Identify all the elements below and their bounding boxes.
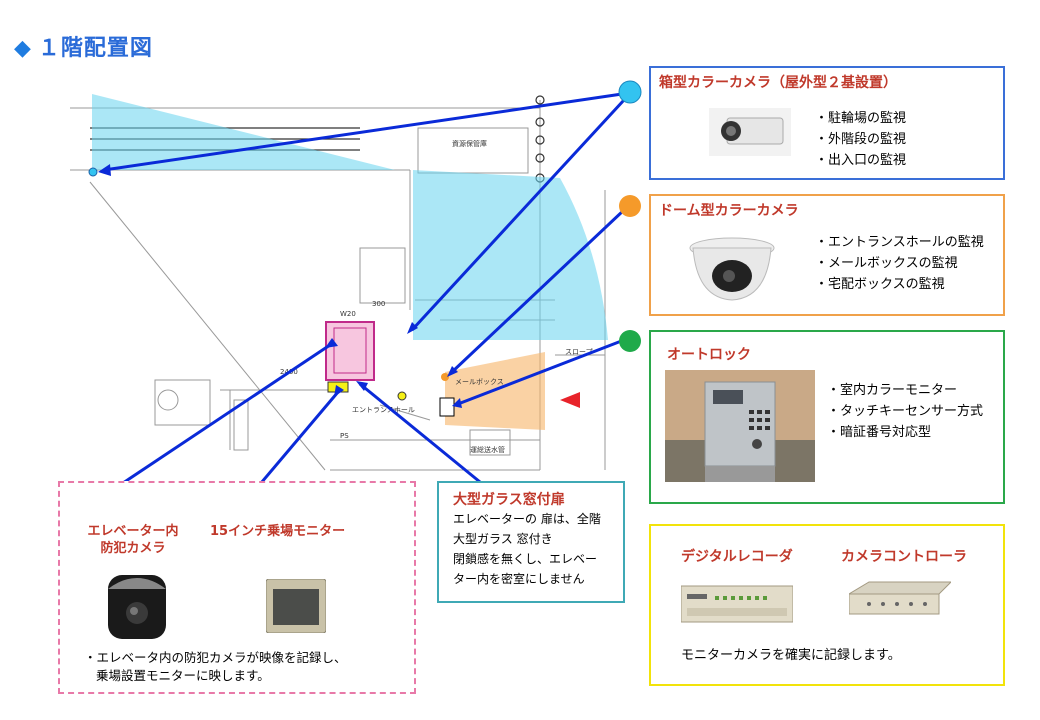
domecam-title: ドーム型カラーカメラ (659, 203, 799, 219)
coverage-area-bicycle (92, 94, 395, 170)
elevator-cam-label: エレベーター内 防犯カメラ (87, 524, 179, 556)
boxcam-photo (709, 108, 791, 156)
entrance-arrow (560, 392, 580, 408)
elevator-car (333, 327, 367, 374)
sensor-marker (397, 391, 407, 401)
legend-boxcam: 箱型カラーカメラ（屋外型２基設置） 駐輪場の監視 外階段の監視 出入口の監視 (649, 66, 1005, 180)
autolock-bullet: タッチキーセンサー方式 (827, 401, 983, 422)
glass-door-line: 閉鎖感を無くし、エレベー (453, 552, 598, 566)
glass-door-line: ター内を密室にしません (453, 572, 585, 586)
glass-door-title: 大型ガラス窓付扉 (453, 492, 565, 508)
legend-domecam: ドーム型カラーカメラ エントランスホールの監視 メールボックスの監視 宅配ボック… (649, 194, 1005, 316)
glass-door-text: エレベーターの 扉は、全階 大型ガラス 窓付き 閉鎖感を無くし、エレベー ター内… (453, 509, 601, 589)
boxcam-title: 箱型カラーカメラ（屋外型２基設置） (659, 75, 897, 91)
elevator-note-line: ・エレベータ内の防犯カメラが映像を記録し、 (84, 650, 347, 665)
autolock-title: オートロック (667, 347, 751, 363)
boxcam-bullets: 駐輪場の監視 外階段の監視 出入口の監視 (815, 108, 906, 171)
legend-recorder: デジタルレコーダ カメラコントローラ モニターカメラを確実に記録します。 (649, 524, 1005, 686)
domecam-bullets: エントランスホールの監視 メールボックスの監視 宅配ボックスの監視 (815, 232, 984, 295)
camera-dot-bicycle (88, 167, 98, 177)
label-mailbox: メールボックス (455, 378, 504, 386)
controller-photo (849, 581, 951, 615)
legend-glass-door: 大型ガラス窓付扉 エレベーターの 扉は、全階 大型ガラス 窓付き 閉鎖感を無くし… (437, 481, 625, 603)
autolock-photo (665, 370, 815, 482)
marker-autolock (619, 330, 641, 352)
controller-label: カメラコントローラ (841, 549, 967, 565)
legend-autolock: オートロック 室内カラーモニター タッチキーセンサー方式 暗証番号対応型 (649, 330, 1005, 504)
autolock-bullets: 室内カラーモニター タッチキーセンサー方式 暗証番号対応型 (827, 380, 983, 443)
glass-door-line: 大型ガラス 窓付き (453, 532, 553, 546)
recorder-note: モニターカメラを確実に記録します。 (681, 648, 901, 663)
label-slope: スロープ (565, 348, 593, 356)
diamond-icon: ◆ (14, 36, 32, 61)
marker-domecam (619, 195, 641, 217)
coverage-area-stairs (413, 170, 608, 340)
boxcam-bullet: 外階段の監視 (815, 129, 906, 150)
elevator-cam-photo (104, 571, 170, 645)
elevator-note: ・エレベータ内の防犯カメラが映像を記録し、 乗場設置モニターに映します。 (84, 649, 347, 685)
legend-elevator: エレベーター内 防犯カメラ 15インチ乗場モニター ・エレベータ内の防犯カメラが… (58, 481, 416, 694)
page-title: ◆１階配置図 (14, 36, 153, 61)
autolock-bullet: 暗証番号対応型 (827, 422, 983, 443)
label-w20: W20 (340, 310, 356, 318)
connector-arrowheads (98, 164, 462, 408)
elevator-note-line: 乗場設置モニターに映します。 (96, 668, 270, 683)
connector-lines (89, 92, 626, 507)
elevator-shaft (325, 321, 375, 381)
recorder-label: デジタルレコーダ (681, 549, 793, 565)
label-300: 300 (372, 300, 385, 308)
label-storage: 資源保管庫 (452, 139, 487, 148)
boxcam-bullet: 駐輪場の監視 (815, 108, 906, 129)
glass-door-line: エレベーターの 扉は、全階 (453, 512, 601, 526)
recorder-photo (681, 585, 793, 623)
domecam-bullet: メールボックスの監視 (815, 253, 984, 274)
landing-monitor-label: 15インチ乗場モニター (210, 524, 346, 539)
autolock-panel-marker (439, 397, 455, 417)
label-pipe: 運総送水管 (470, 445, 505, 454)
autolock-bullet: 室内カラーモニター (827, 380, 983, 401)
landing-monitor-photo (266, 579, 326, 633)
domecam-bullet: エントランスホールの監視 (815, 232, 984, 253)
marker-boxcam (618, 80, 642, 104)
domecam-bullet: 宅配ボックスの監視 (815, 274, 984, 295)
domecam-photo (689, 237, 775, 301)
camera-dot-dome (441, 373, 449, 381)
label-ps: PS (340, 432, 349, 440)
label-entrance: エントランスホール (352, 406, 415, 414)
boxcam-bullet: 出入口の監視 (815, 150, 906, 171)
